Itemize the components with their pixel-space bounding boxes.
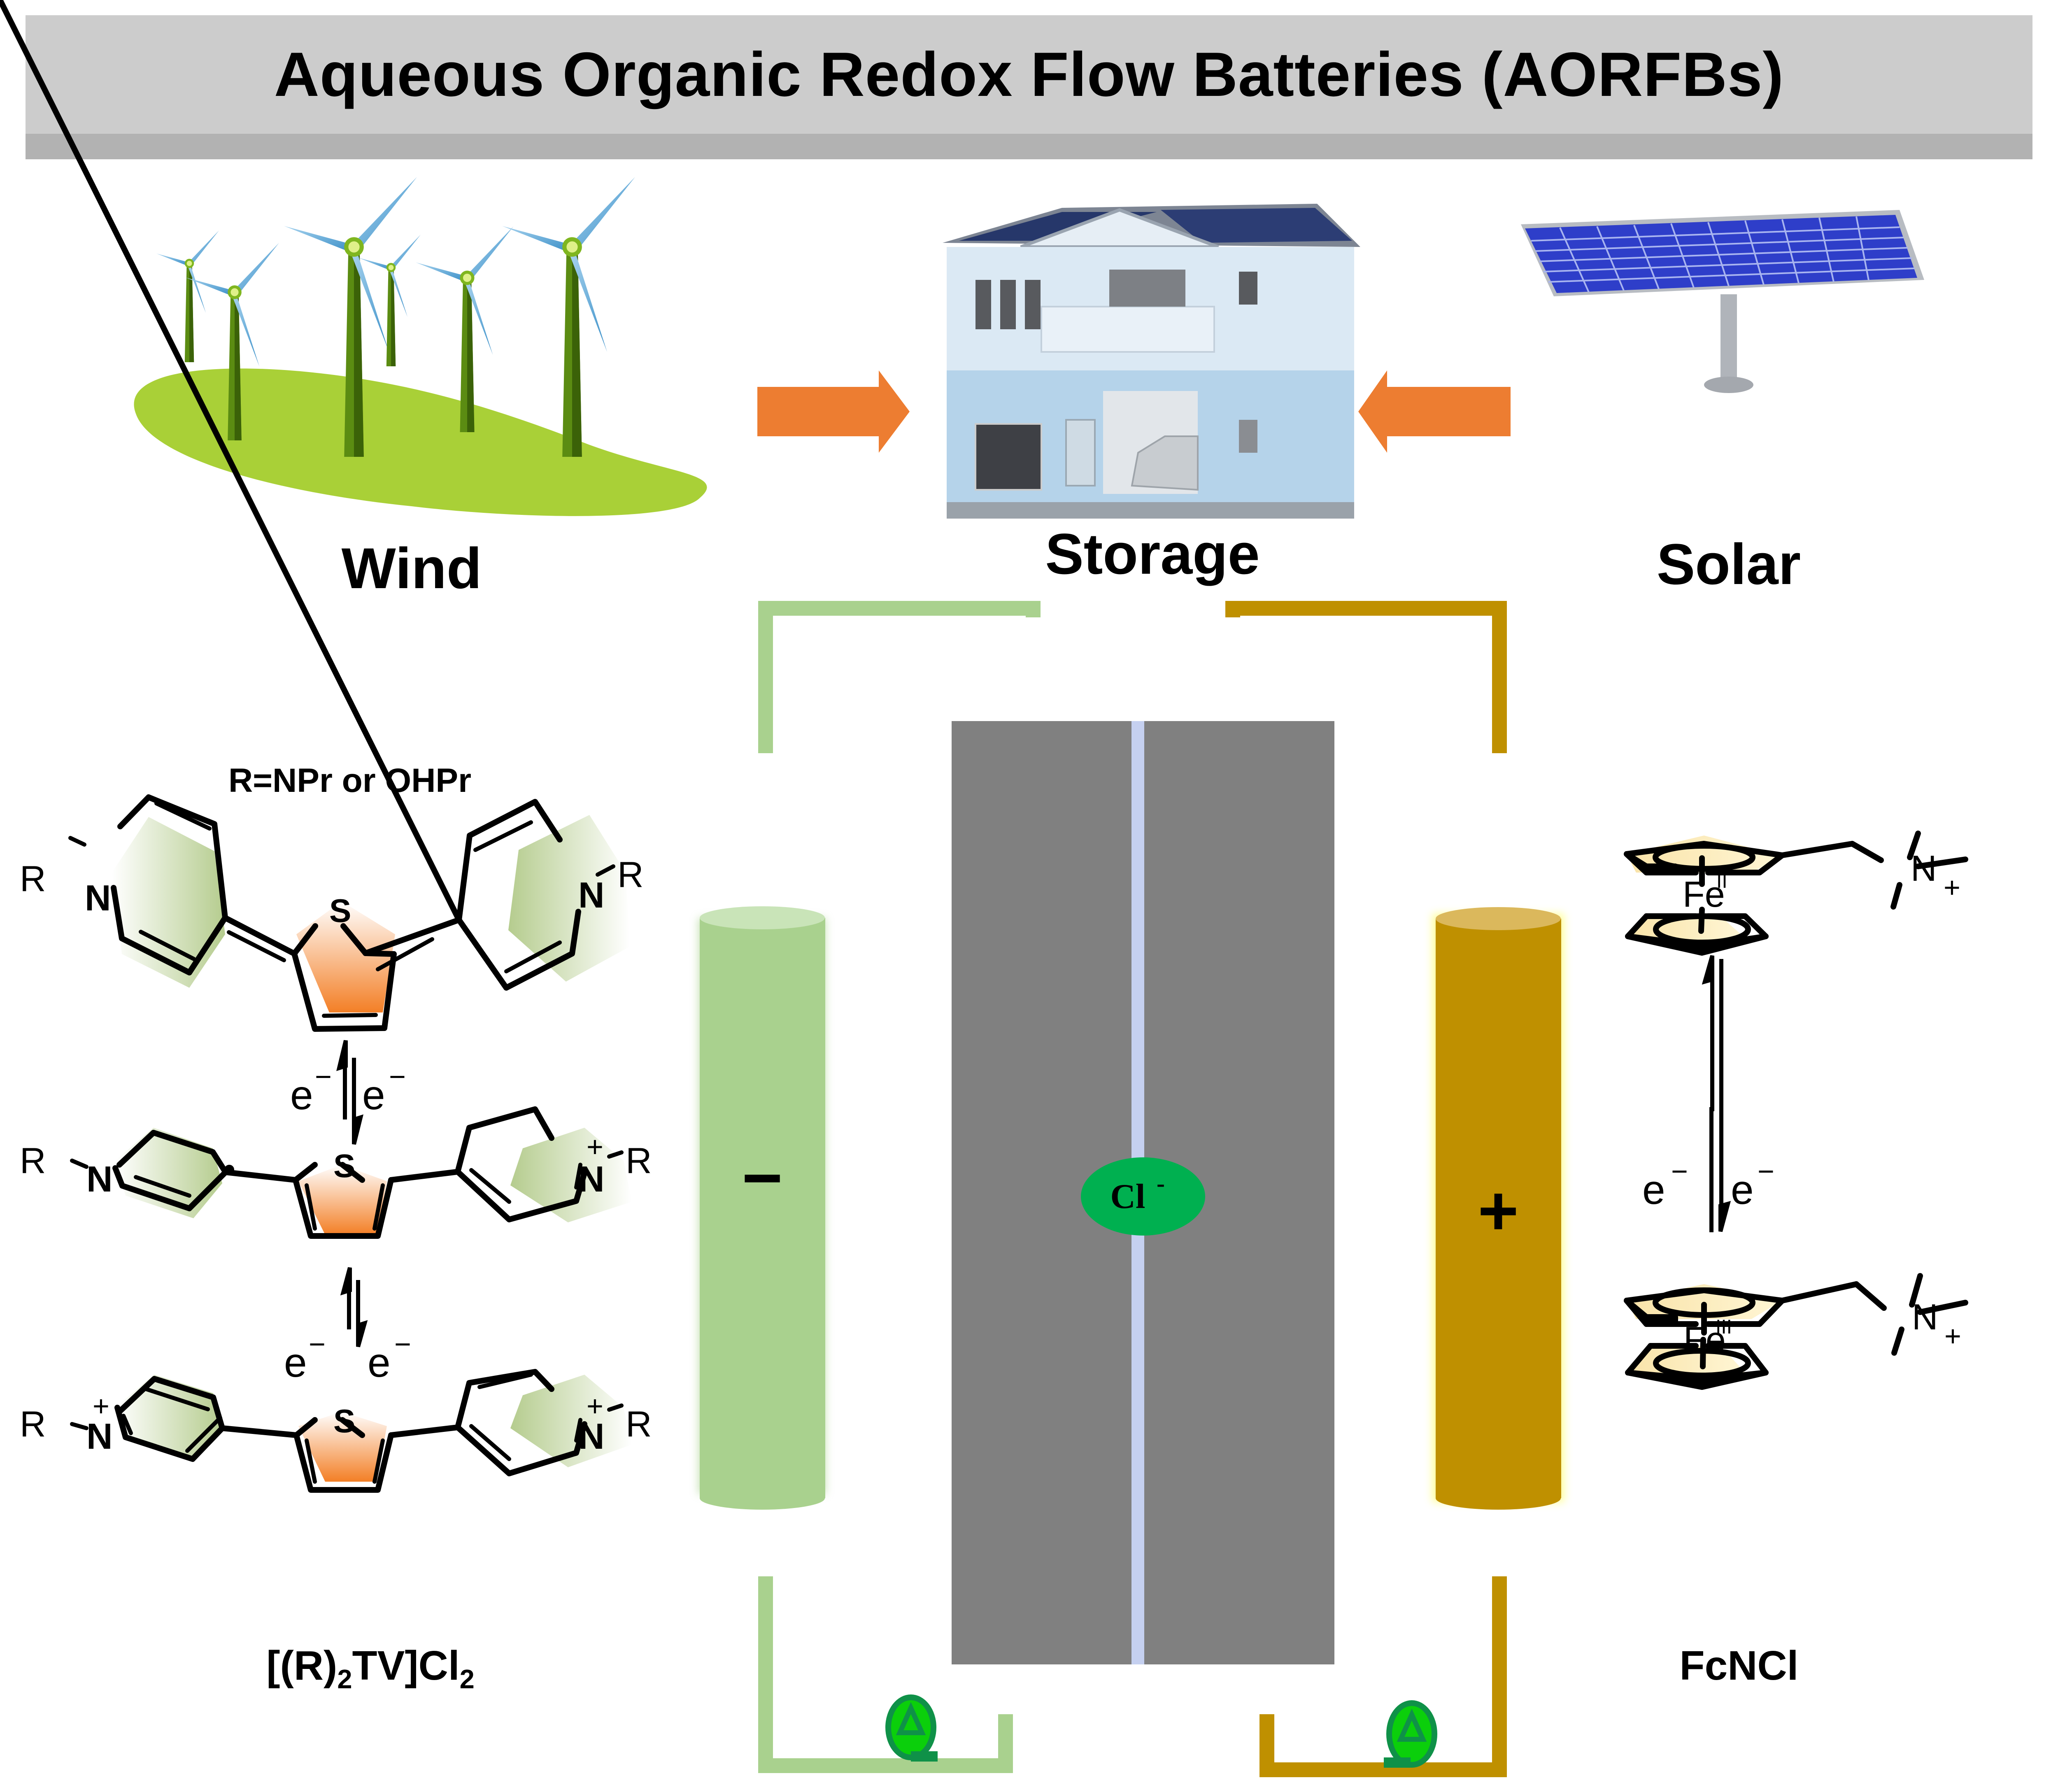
plus-charge: + — [1944, 871, 1960, 903]
fcncl-oxidized-atoms: Fe III N + — [1683, 1296, 1961, 1360]
positive-sign: + — [1478, 1172, 1518, 1250]
atom-n: N — [578, 1416, 605, 1457]
anolyte-name: [(R)2TV]Cl2 — [165, 1642, 576, 1694]
atom-r: R — [20, 1140, 46, 1181]
tv-molecule-dication-atoms: R N + S N + R — [20, 1390, 652, 1457]
atom-n: N — [1911, 848, 1937, 889]
electron-charge: − — [309, 1328, 326, 1360]
atom-r: R — [617, 854, 644, 895]
arrow-wind-to-storage — [757, 370, 910, 453]
atom-n: N — [86, 1159, 113, 1199]
atom-fe: Fe — [1683, 1319, 1726, 1360]
electron-charge: − — [1671, 1155, 1688, 1187]
arrow-solar-to-storage — [1358, 370, 1511, 453]
electron-label: e — [284, 1340, 307, 1386]
storage-label: Storage — [1045, 521, 1260, 586]
wind-turbines-icon — [134, 177, 707, 516]
electron-charge: − — [1758, 1155, 1774, 1187]
electron-labels-fc: e − e − — [1642, 1155, 1774, 1213]
electron-label: e — [290, 1072, 313, 1118]
negative-pump-icon[interactable] — [885, 1694, 938, 1762]
electron-charge: − — [394, 1328, 411, 1360]
chloride-ion-charge: - — [1157, 1170, 1165, 1197]
positive-tank — [1432, 907, 1564, 1510]
atom-r: R — [626, 1403, 652, 1444]
electron-charge: − — [389, 1061, 406, 1093]
oxidation-state-iii: III — [1716, 1316, 1732, 1338]
atom-n: N — [85, 877, 111, 918]
atom-fe: Fe — [1683, 874, 1725, 915]
chloride-ion-bubble — [1081, 1157, 1205, 1236]
atom-s: S — [333, 1403, 355, 1439]
plus-charge: + — [587, 1390, 603, 1422]
electron-label: e — [368, 1340, 391, 1386]
plus-charge: + — [587, 1131, 603, 1163]
positive-pump-icon[interactable] — [1384, 1700, 1437, 1768]
atom-n: N — [86, 1416, 113, 1457]
substituent-definition: R=NPr or OHPr — [228, 762, 472, 799]
equilibrium-arrow-1 — [336, 1040, 363, 1145]
fcncl-reduced — [1624, 831, 1968, 956]
radical-dot — [224, 1165, 234, 1175]
tv-molecule-radical-atoms: R N S N + R — [20, 1131, 652, 1199]
negative-electrolyte-loop — [758, 601, 1041, 1773]
header-shadow — [26, 134, 2032, 159]
page-title: Aqueous Organic Redox Flow Batteries (AO… — [274, 39, 1784, 109]
negative-tank — [698, 906, 826, 1510]
atom-n: N — [578, 875, 605, 915]
chloride-ion-label: Cl — [1110, 1177, 1145, 1216]
atom-s: S — [329, 892, 351, 929]
anolyte-name-prefix: [(R) — [266, 1643, 338, 1689]
tv-molecule-dication — [70, 1369, 632, 1493]
electron-charge: − — [315, 1061, 332, 1093]
wind-label: Wind — [341, 536, 482, 600]
electron-labels-1: e − e − — [290, 1061, 406, 1118]
positive-electrolyte-loop — [1225, 601, 1507, 1777]
anolyte-name-sub1: 2 — [337, 1664, 352, 1694]
tv-molecule-neutral-atoms: R N S N R — [20, 854, 644, 929]
plus-charge: + — [93, 1390, 109, 1422]
atom-s: S — [333, 1147, 355, 1184]
electron-labels-2: e − e − — [284, 1328, 411, 1386]
fcncl-oxidized — [1624, 1273, 1968, 1390]
electron-label: e — [362, 1072, 385, 1118]
solar-house-icon — [943, 204, 1360, 519]
atom-r: R — [626, 1140, 652, 1181]
anolyte-name-sub2: 2 — [459, 1664, 475, 1694]
equilibrium-arrow-fc — [1702, 955, 1731, 1232]
tv-molecule-radical — [70, 1106, 632, 1239]
atom-r: R — [20, 1403, 46, 1444]
atom-r: R — [20, 858, 46, 899]
plus-charge: + — [1944, 1320, 1961, 1352]
electron-label: e — [1731, 1167, 1754, 1213]
solar-panel-icon — [1521, 210, 1924, 393]
atom-n: N — [578, 1159, 605, 1199]
solar-label: Solar — [1656, 532, 1801, 596]
fcncl-reduced-atoms: Fe II N + — [1683, 848, 1960, 915]
atom-n: N — [1912, 1296, 1938, 1337]
negative-sign: − — [742, 1139, 782, 1217]
oxidation-state-ii: II — [1716, 870, 1727, 892]
anolyte-name-mid: TV]Cl — [352, 1643, 460, 1689]
catholyte-name: FcNCl — [1679, 1643, 1799, 1689]
equilibrium-arrow-2 — [340, 1267, 368, 1347]
tv-molecule-neutral — [0, 0, 630, 1032]
electron-label: e — [1642, 1167, 1665, 1213]
header-bar — [26, 15, 2032, 134]
